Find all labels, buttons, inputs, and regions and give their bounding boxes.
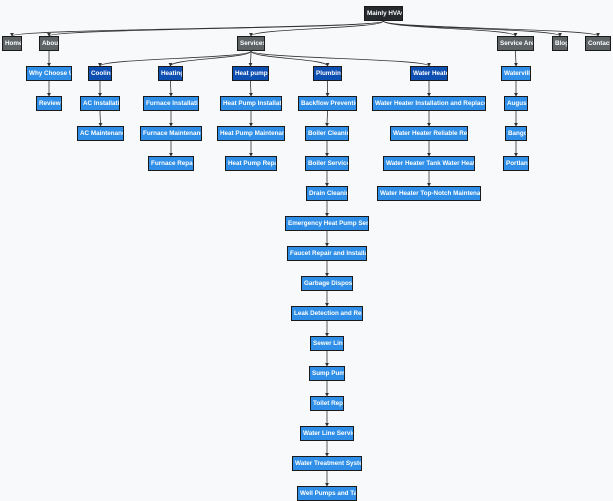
node-heat-pump-repair[interactable]: Heat Pump Repair	[225, 156, 277, 171]
edge-services-to-cooling	[98, 50, 252, 67]
node-plumbing[interactable]: Plumbing	[313, 66, 342, 81]
node-wh-tank-water-heater[interactable]: Water Heater Tank Water Heater	[383, 156, 475, 171]
node-heat-pumps[interactable]: Heat pumps	[232, 66, 269, 81]
node-furnace-installation[interactable]: Furnace Installation	[143, 96, 199, 111]
node-portland[interactable]: Portland	[503, 156, 529, 171]
node-about[interactable]: About	[39, 36, 59, 51]
node-leak-detection-repair[interactable]: Leak Detection and Repair	[291, 306, 363, 321]
node-root[interactable]: Mainly HVAC	[364, 6, 403, 21]
edge-services-to-heating	[168, 50, 252, 67]
node-wh-installation-replacement[interactable]: Water Heater Installation and Replacemen…	[372, 96, 486, 111]
edge-root-to-home	[10, 20, 384, 37]
node-toilet-repair[interactable]: Toilet Repair	[310, 396, 344, 411]
edge-root-to-blog	[383, 20, 562, 37]
edge-root-to-about	[47, 20, 384, 37]
node-contact[interactable]: Contact	[585, 36, 611, 51]
node-waterville[interactable]: Waterville	[501, 66, 531, 81]
node-service-areas[interactable]: Service Areas	[497, 36, 534, 51]
node-faucet-repair-installation[interactable]: Faucet Repair and Installation	[287, 246, 367, 261]
node-water-heater[interactable]: Water Heater	[410, 66, 448, 81]
node-heat-pump-maintenance[interactable]: Heat Pump Maintenance	[217, 126, 285, 141]
node-wh-reliable-repair[interactable]: Water Heater Reliable Repair	[390, 126, 468, 141]
node-heat-pump-installation[interactable]: Heat Pump Installation	[220, 96, 282, 111]
edge-services-to-heat-pumps	[248, 50, 253, 67]
node-boiler-cleaning[interactable]: Boiler Cleaning	[305, 126, 349, 141]
node-backflow-prevention[interactable]: Backflow Prevention	[298, 96, 357, 111]
node-water-treatment-system[interactable]: Water Treatment System	[292, 456, 362, 471]
node-sewer-lines[interactable]: Sewer Lines	[310, 336, 344, 351]
edge-backflow-prevention-to-boiler-cleaning	[325, 110, 330, 127]
node-cooling[interactable]: Cooling	[88, 66, 112, 81]
node-home[interactable]: Home	[2, 36, 22, 51]
edge-heat-pumps-to-heat-pump-installation	[248, 80, 253, 97]
node-sump-pumps[interactable]: Sump Pumps	[309, 366, 345, 381]
node-heating[interactable]: Heating	[158, 66, 183, 81]
node-well-pumps-tanks[interactable]: Well Pumps and Tanks	[297, 486, 357, 501]
node-wh-top-notch-maintenance[interactable]: Water Heater Top-Notch Maintenance	[377, 186, 481, 201]
node-blog[interactable]: Blog	[552, 36, 568, 51]
node-bangor[interactable]: Bangor	[505, 126, 527, 141]
edge-service-areas-to-waterville	[513, 50, 518, 67]
node-furnace-maintenance[interactable]: Furnace Maintenance	[140, 126, 202, 141]
node-reviews[interactable]: Reviews	[36, 96, 62, 111]
node-drain-cleaning[interactable]: Drain Cleaning	[306, 186, 348, 201]
node-garbage-disposal[interactable]: Garbage Disposal	[301, 276, 353, 291]
edge-root-to-contact	[383, 20, 600, 37]
node-ac-installation[interactable]: AC Installation	[80, 96, 120, 111]
edge-services-to-water-heater	[250, 50, 431, 67]
edge-heating-to-furnace-installation	[168, 80, 173, 97]
node-why-choose-us[interactable]: Why Choose Us	[26, 66, 72, 81]
node-furnace-repair[interactable]: Furnace Repair	[148, 156, 194, 171]
edge-root-to-services	[249, 20, 384, 37]
edge-services-to-plumbing	[250, 50, 330, 67]
node-emergency-heat-pump-service[interactable]: Emergency Heat Pump Service	[285, 216, 369, 231]
node-ac-maintenance[interactable]: AC Maintenance	[77, 126, 124, 141]
node-services[interactable]: Services	[237, 36, 265, 51]
node-water-line-services[interactable]: Water Line Services	[300, 426, 354, 441]
node-augusta[interactable]: Augusta	[504, 96, 528, 111]
edge-ac-installation-to-ac-maintenance	[98, 110, 103, 127]
node-boiler-services[interactable]: Boiler Services	[305, 156, 349, 171]
